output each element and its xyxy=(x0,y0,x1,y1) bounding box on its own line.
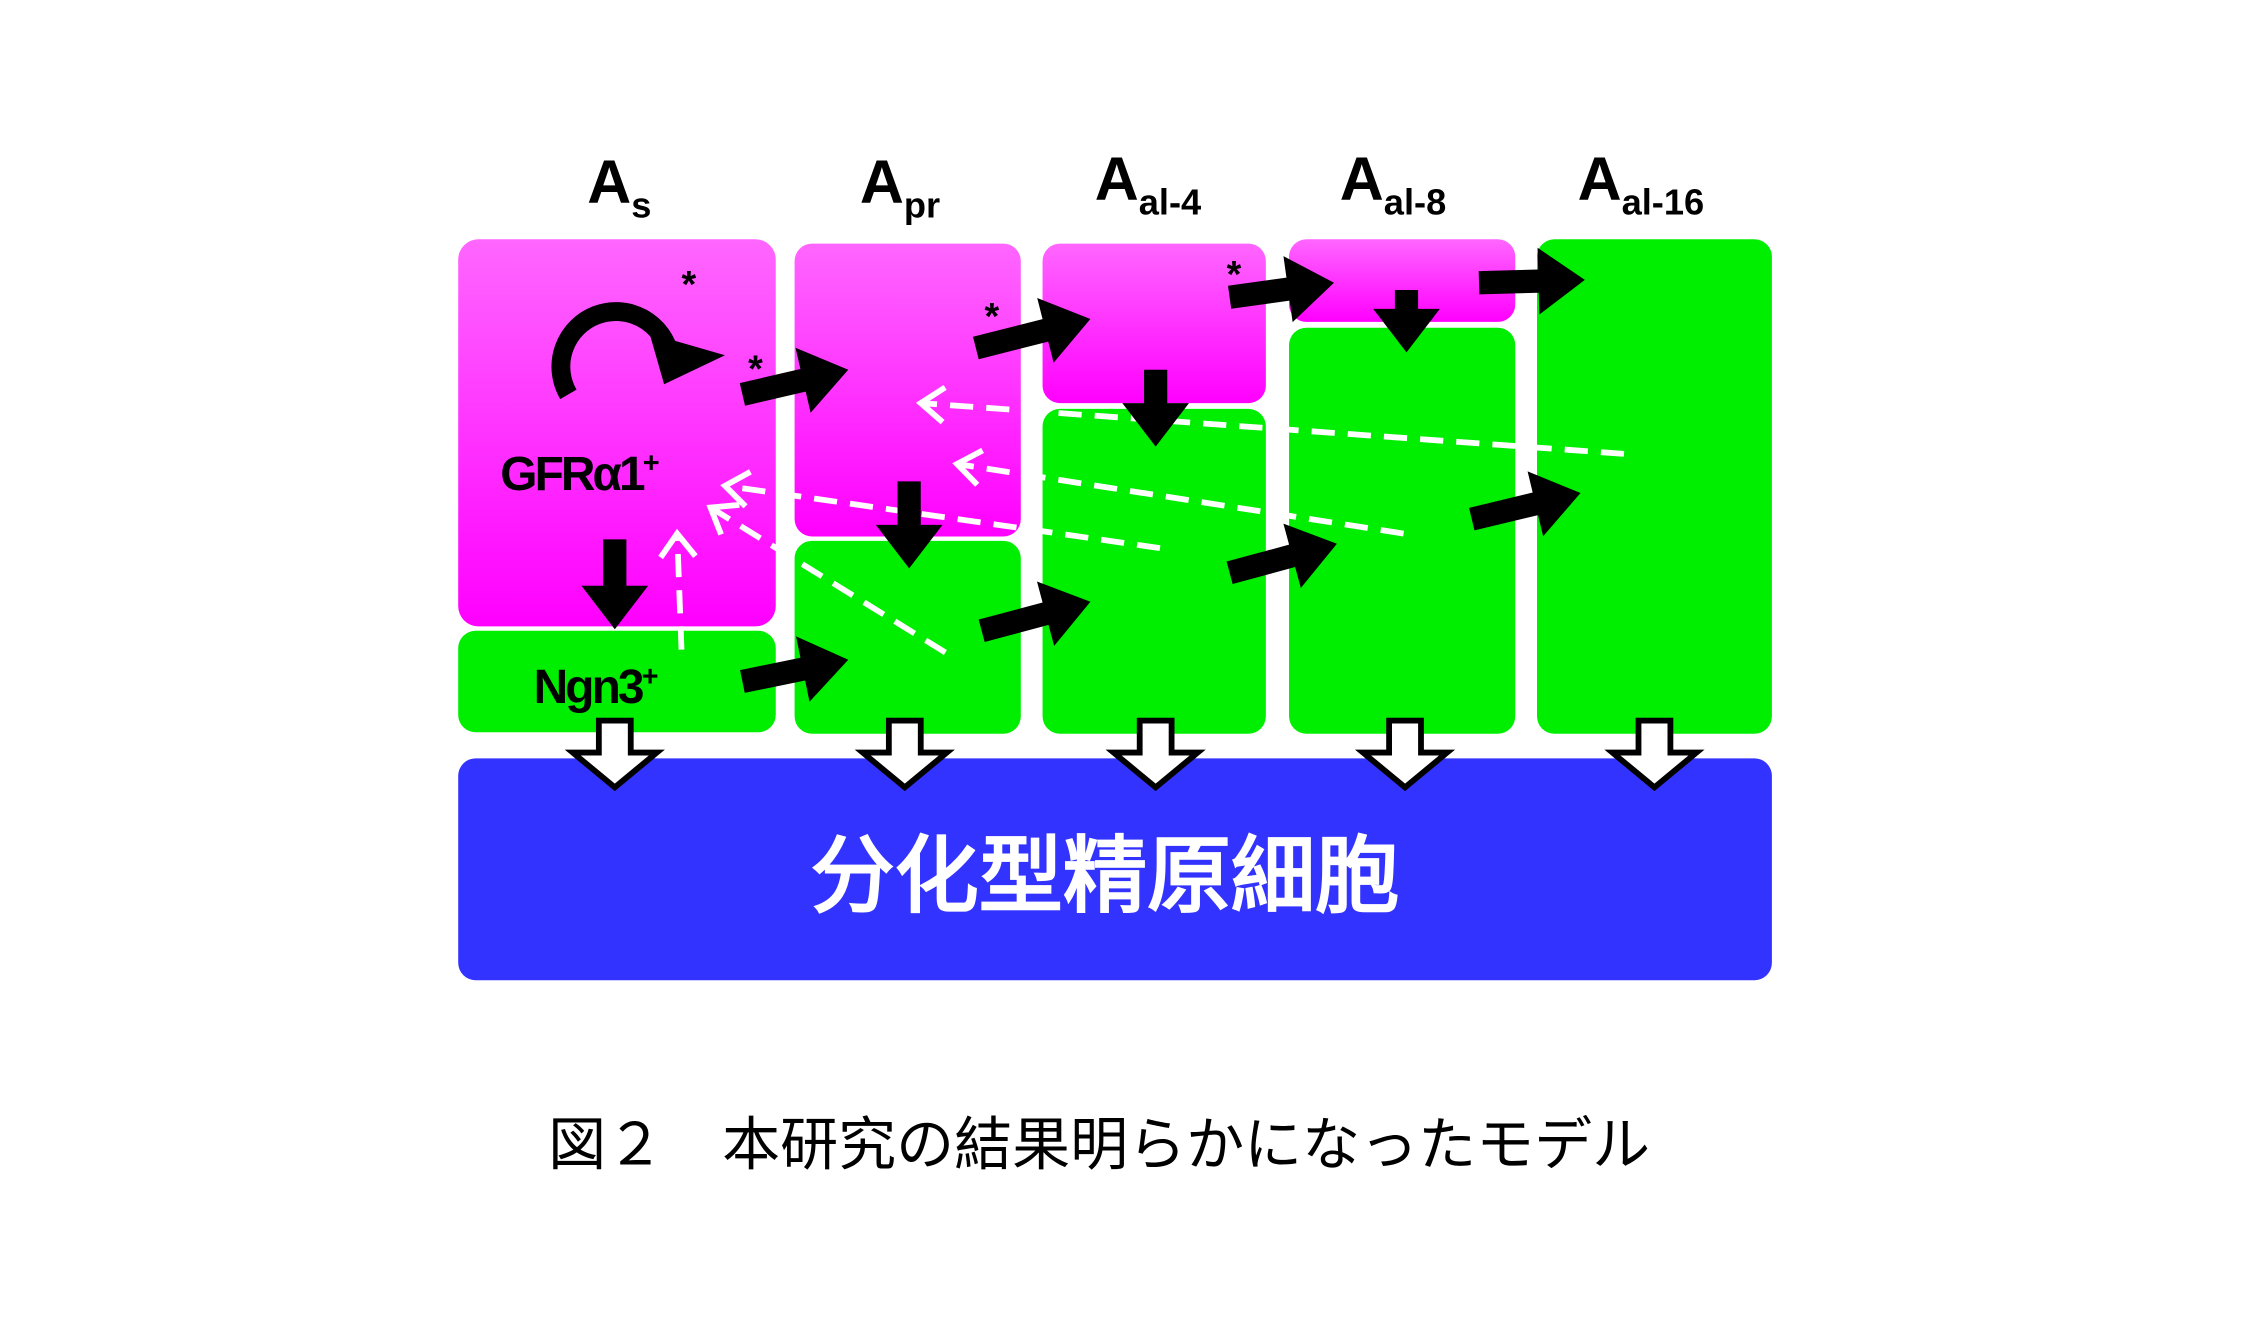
transition-arrow-icon xyxy=(1469,471,1581,537)
transition-arrow-icon xyxy=(973,298,1091,363)
dashed-reversion-arrow-icon xyxy=(674,533,685,650)
hollow-down-arrow-icon xyxy=(1354,717,1456,792)
apr-ngn3-box xyxy=(794,540,1021,734)
transition-arrow-icon xyxy=(1478,247,1585,315)
dashed-arrowhead-icon xyxy=(720,469,752,509)
differentiated-box xyxy=(458,758,1772,981)
dashed-arrowhead-icon xyxy=(658,528,698,560)
self-renewal-arrow-icon xyxy=(551,302,680,400)
asterisk: * xyxy=(682,263,697,305)
gfra1-label: GFRα1+ xyxy=(500,448,659,501)
transition-arrow-icon xyxy=(739,347,849,413)
differentiated-label: 分化型精原細胞 xyxy=(811,827,1400,925)
differentiation-arrow-icon xyxy=(1373,290,1440,353)
aal4-gfra1-box xyxy=(1042,243,1266,404)
transition-arrow-icon xyxy=(978,581,1091,646)
aal4-ngn3-box xyxy=(1042,408,1266,734)
ngn3-label: Ngn3+ xyxy=(534,661,658,714)
transition-arrow-icon xyxy=(1226,523,1337,589)
hollow-down-arrow-icon xyxy=(854,717,955,792)
dashed-reversion-arrow-icon xyxy=(920,400,1625,457)
transition-arrow-icon xyxy=(1228,256,1334,323)
header-as: As xyxy=(587,148,651,225)
as-ngn3-box xyxy=(458,630,776,733)
dashed-reversion-arrow-icon xyxy=(708,505,947,655)
header-aal4: Aal-4 xyxy=(1095,145,1201,222)
differentiation-arrow-icon xyxy=(1122,369,1189,447)
hollow-down-arrow-icon xyxy=(1105,717,1206,792)
header-aal16: Aal-16 xyxy=(1578,145,1705,222)
header-apr: Apr xyxy=(860,148,940,225)
self-renewal-arrowhead-icon xyxy=(649,333,725,385)
hollow-down-arrow-icon xyxy=(1604,717,1705,792)
dashed-arrowhead-icon xyxy=(952,447,984,487)
figure-caption: 図２ 本研究の結果明らかになったモデル xyxy=(548,1110,1650,1178)
aal8-gfra1-box xyxy=(1289,239,1516,322)
dashed-reversion-arrow-icon xyxy=(956,461,1405,537)
dashed-arrowhead-icon xyxy=(706,501,740,536)
header-aal8: Aal-8 xyxy=(1340,145,1446,222)
hollow-down-arrow-icon xyxy=(564,717,665,792)
asterisk: * xyxy=(1227,253,1242,295)
dashed-arrowhead-icon xyxy=(915,384,947,425)
as-gfra1-box xyxy=(458,239,776,627)
transition-arrow-icon xyxy=(740,636,849,702)
asterisk: * xyxy=(985,295,1000,337)
differentiation-arrow-icon xyxy=(581,539,649,630)
aal16-ngn3-box xyxy=(1537,239,1772,734)
dashed-reversion-arrow-icon xyxy=(724,482,1161,551)
asterisk: * xyxy=(748,347,763,389)
differentiation-arrow-icon xyxy=(875,481,943,569)
